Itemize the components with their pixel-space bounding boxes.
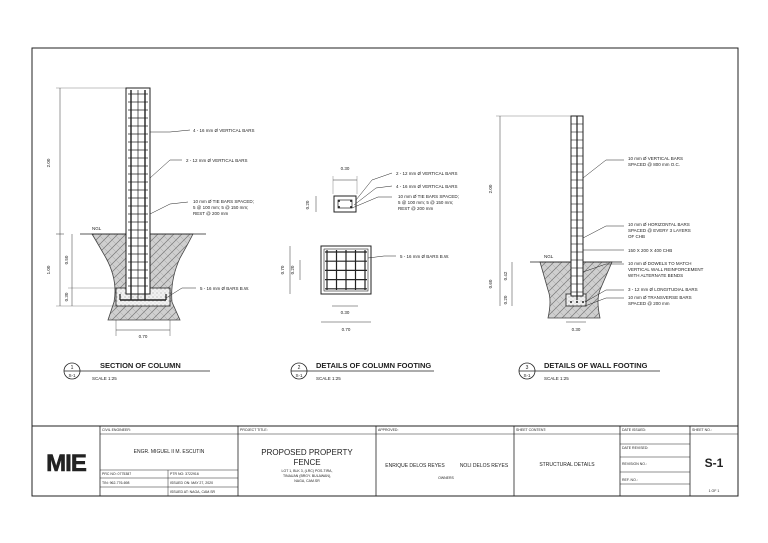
wall-callout-1: 10 mm Ø VERTICAL BARS (628, 156, 683, 161)
col-callout-5: REST @ 200 mm (193, 211, 228, 216)
tb-owners-label: OWNERS (438, 476, 454, 480)
wall-callout-12: SPACED @ 200 mm (628, 301, 670, 306)
title-1-ref: S-1 (68, 373, 76, 378)
wall-callout-5: OF CHB (628, 234, 645, 239)
title-1-text: SECTION OF COLUMN (100, 361, 181, 370)
details-of-wall-footing: 2.00 0.60 0.42 0.20 0.30 NGL 10 mm Ø VER… (488, 115, 704, 332)
details-of-column-footing: 0.30 0.20 2 - 12 mm Ø VERTICAL BARS 4 - … (280, 166, 459, 332)
tb-tin-no: TIN: 962-776-698 (102, 481, 129, 485)
col-callout-2: 2 - 12 mm Ø VERTICAL BARS (186, 158, 248, 163)
wall-callout-9: WITH ALTERNATE BENDS (628, 273, 683, 278)
wall-callout-3: 10 mm Ø HORIZONTAL BARS (628, 222, 690, 227)
column-cross-section (333, 195, 357, 213)
tb-approved-label: APPROVED: (378, 428, 398, 432)
tb-owner-1: ENRIQUE DELOS REYES (385, 463, 445, 469)
tb-project-title-1: PROPOSED PROPERTY (261, 448, 353, 457)
tb-revision-label: REVISION NO.: (622, 462, 647, 466)
col-dim-depth: 1.00 (46, 265, 51, 274)
ftg-dim-col-w: 0.30 (341, 166, 350, 171)
col-callout-3: 10 mm Ø TIE BARS SPACED; (193, 199, 254, 204)
detail-title-2: 2 S-1 DETAILS OF COLUMN FOOTING SCALE 1:… (290, 361, 434, 381)
tb-project-label: PROJECT TITLE: (240, 428, 268, 432)
detail-title-3: 3 S-1 DETAILS OF WALL FOOTING SCALE 1:25 (518, 361, 660, 381)
tb-date-issued-label: DATE ISSUED: (622, 428, 646, 432)
tb-sheet-count: 1 OF 1 (709, 489, 720, 493)
ftg-callout-1: 2 - 12 mm Ø VERTICAL BARS (396, 171, 458, 176)
tb-engineer-name: ENGR. MIGUEL II M. ESCUTIN (134, 449, 205, 455)
section-of-column: 2.00 1.00 0.50 0.30 0.70 NGL 4 - 16 mm Ø… (46, 87, 255, 339)
tb-issued-at: ISSUED AT: NAGA, CAM.SR (170, 490, 216, 494)
tb-date-revised-label: DATE REVISED: (622, 446, 648, 450)
title-1-scale: SCALE 1:25 (92, 376, 117, 381)
col-callout-6: 5 - 16 mm Ø BARS B.W. (200, 286, 249, 291)
ftg-dim-bottom: 0.70 (342, 327, 351, 332)
tb-sheet-no-label: SHEET NO.: (692, 428, 712, 432)
wall-callout-11: 10 mm Ø TRANSVERSE BARS (628, 295, 692, 300)
title-3-text: DETAILS OF WALL FOOTING (544, 361, 648, 370)
tb-prc-no: PRC NO: 0775387 (102, 472, 131, 476)
tb-civil-label: CIVIL ENGINEER: (102, 428, 131, 432)
title-2-scale: SCALE 1:25 (316, 376, 341, 381)
title-block (31, 425, 739, 497)
tb-sheet-no: S-1 (705, 456, 724, 470)
wall-callout-6: 150 X 200 X 400 CHB (628, 248, 672, 253)
tb-sheet-content: STRUCTURAL DETAILS (539, 462, 595, 468)
tb-project-addr-3: NAGA, CAM.SR (294, 479, 320, 483)
ftg-callout-3: 10 mm Ø TIE BARS SPACED; (398, 194, 459, 199)
ftg-dim-col-h: 0.20 (305, 200, 310, 209)
col-callout-1: 4 - 16 mm Ø VERTICAL BARS (193, 128, 255, 133)
wall-dim-width: 0.30 (572, 327, 581, 332)
title-3-num: 3 (526, 365, 529, 371)
wall-callout-10: 3 - 12 mm Ø LONGITUDIAL BARS (628, 287, 698, 292)
ftg-callout-5: REST @ 200 mm (398, 206, 433, 211)
tb-project-addr-2: TINAUAN (BRGY. BULAWAN), (283, 474, 331, 478)
wall-callout-7: 10 mm Ø DOWELS TO MATCH (628, 261, 692, 266)
title-2-num: 2 (298, 365, 301, 371)
logo-text: MIE (46, 450, 87, 477)
wall-dim-height: 2.00 (488, 184, 493, 193)
mie-logo: MIE (46, 450, 88, 478)
col-dim-lower: 0.30 (64, 292, 69, 301)
tb-ptr-no: PTR NO: 3722916 (170, 472, 199, 476)
wall-callout-8: VERTICAL WALL REINFORCEMENT (628, 267, 704, 272)
wall-dim-upper: 0.42 (503, 271, 508, 280)
tb-project-addr-1: LOT 1, BLK 3, (LRC) POS-TIRA, (282, 469, 333, 473)
title-3-scale: SCALE 1:25 (544, 376, 569, 381)
ftg-dim-inner-side: 0.20 (290, 265, 295, 274)
ftg-dim-inner-bottom: 0.30 (341, 310, 350, 315)
wall-ngl-label: NGL (544, 254, 554, 259)
col-callout-4: 5 @ 100 mm; 5 @ 150 mm; (193, 205, 248, 210)
column-ties (128, 93, 148, 287)
col-ngl-label: NGL (92, 226, 102, 231)
tb-issued-on: ISSUED ON: MAY 27, 2020 (170, 481, 213, 485)
tb-ref-label: REF. NO.: (622, 478, 638, 482)
tb-owner-2: NOLI DELOS REYES (460, 463, 509, 469)
ftg-callout-4: 5 @ 100 mm; 5 @ 150 mm; (398, 200, 453, 205)
col-dim-height: 2.00 (46, 158, 51, 167)
wall-callout-4: SPACED @ EVERY 3 LAYERS (628, 228, 691, 233)
col-dim-upper: 0.50 (64, 255, 69, 264)
wall-dim-lower: 0.20 (503, 295, 508, 304)
title-1-num: 1 (71, 365, 74, 371)
wall-dim-total: 0.60 (488, 279, 493, 288)
title-2-text: DETAILS OF COLUMN FOOTING (316, 361, 431, 370)
ftg-callout-6: 5 - 16 mm Ø BARS B.W. (400, 254, 449, 259)
ftg-dim-side: 0.70 (280, 265, 285, 274)
detail-title-1: 1 S-1 SECTION OF COLUMN SCALE 1:25 (63, 361, 210, 381)
title-3-ref: S-1 (523, 373, 531, 378)
tb-project-title-2: FENCE (293, 458, 320, 467)
col-dim-width: 0.70 (139, 334, 148, 339)
tb-content-label: SHEET CONTENT: (516, 428, 546, 432)
wall-callout-2: SPACED @ 800 mm O.C. (628, 162, 680, 167)
ftg-callout-2: 4 - 16 mm Ø VERTICAL BARS (396, 184, 458, 189)
title-2-ref: S-1 (295, 373, 303, 378)
